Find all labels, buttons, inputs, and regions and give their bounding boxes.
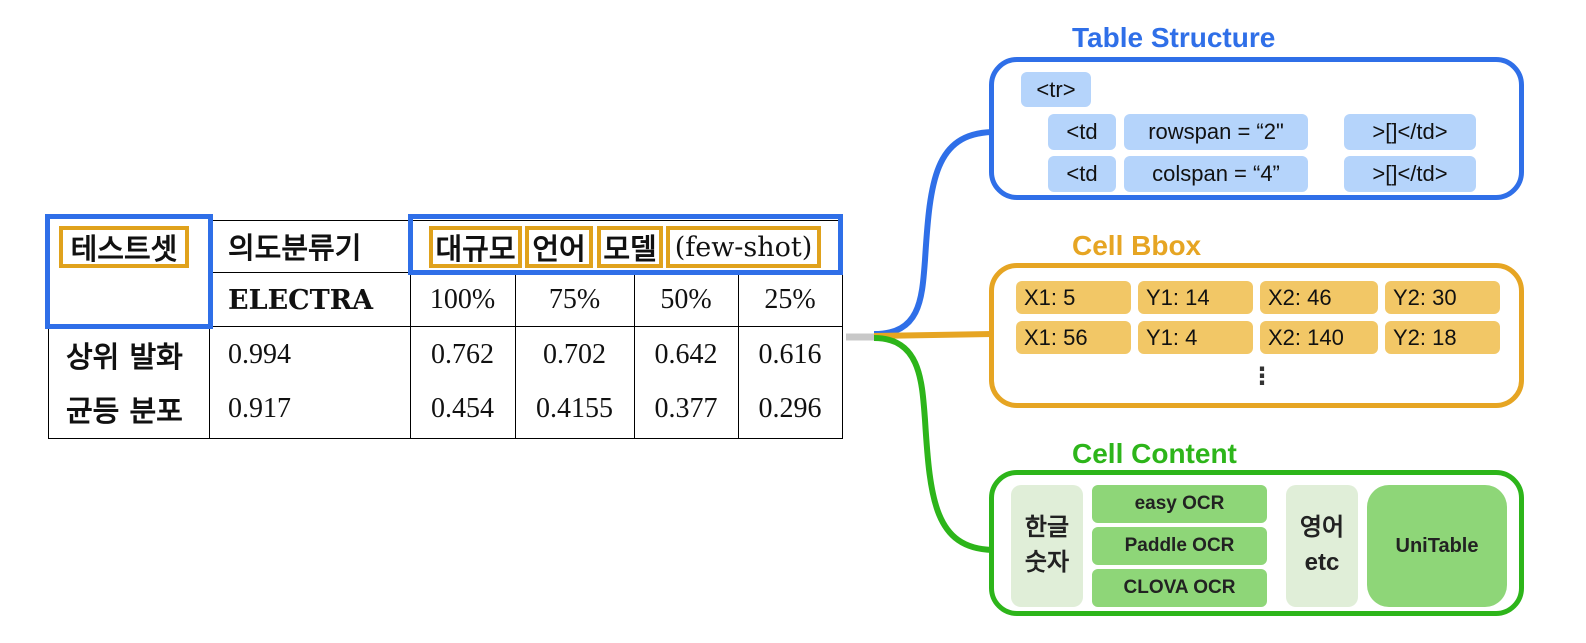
unitable-chip: UniTable [1367, 485, 1507, 607]
col-divider-1 [209, 220, 210, 439]
testset-header: 테스트셋 [59, 226, 189, 268]
bbox-y1-chip: Y1: 14 [1138, 281, 1253, 314]
rowspan-attr-chip: rowspan = “2" [1124, 114, 1308, 150]
table-border-right [842, 220, 843, 439]
model-word-2: 언어 [525, 226, 593, 268]
table-cell: 0.917 [228, 393, 291, 424]
table-structure-title: Table Structure [1072, 22, 1276, 53]
table-structure-panel: <tr> <td rowspan = “2" >[]</td> <td cols… [989, 57, 1524, 200]
rowspan-cell-highlight [45, 214, 213, 329]
col-divider-2 [410, 220, 411, 439]
classifier-header: 의도분류기 [228, 231, 362, 265]
row-label-uniform: 균등 분포 [66, 394, 183, 428]
col-divider-5 [738, 272, 739, 439]
pct-header-100: 100% [429, 284, 496, 315]
clova-ocr-chip: CLOVA OCR [1092, 569, 1267, 607]
cell-bbox-title: Cell Bbox [1072, 230, 1202, 261]
tr-tag-chip: <tr> [1021, 72, 1091, 107]
cell-content-panel: 한글 숫자 easy OCR Paddle OCR CLOVA OCR 영어 e… [989, 470, 1524, 616]
table-border-left [48, 328, 49, 439]
cell-content-title: Cell Content [1072, 438, 1237, 469]
source-table: 테스트셋 의도분류기 대규모 언어 모델 (few-shot) ELECTRA … [48, 220, 843, 439]
model-word-3: 모델 [597, 226, 663, 268]
td-close-chip: >[]</td> [1344, 114, 1476, 150]
bbox-x2-chip: X2: 46 [1260, 281, 1378, 314]
pct-header-25: 25% [764, 284, 816, 315]
table-cell: 0.4155 [536, 393, 613, 424]
col-divider-4 [634, 272, 635, 439]
model-word-1: 대규모 [429, 226, 522, 268]
bbox-x2-chip: X2: 140 [1260, 321, 1378, 354]
colspan-cell-highlight [408, 214, 843, 275]
colspan-attr-chip: colspan = “4” [1124, 156, 1308, 192]
english-etc-chip: 영어 etc [1286, 485, 1358, 607]
table-cell: 0.454 [431, 393, 494, 424]
bbox-x1-chip: X1: 5 [1016, 281, 1131, 314]
col-divider-3 [515, 272, 516, 439]
table-cell: 0.296 [758, 393, 822, 424]
pct-header-75: 75% [548, 284, 601, 315]
table-cell: 0.616 [758, 339, 822, 370]
vertical-ellipsis: ⋮ [1250, 362, 1274, 390]
table-cell: 0.762 [431, 339, 494, 370]
td-open-chip: <td [1048, 114, 1116, 150]
td-open-chip: <td [1048, 156, 1116, 192]
header-divider [48, 326, 843, 327]
bbox-y1-chip: Y1: 4 [1138, 321, 1253, 354]
testset-header-text: 테스트셋 [70, 232, 178, 266]
row-label-top: 상위 발화 [66, 340, 183, 374]
bbox-y2-chip: Y2: 30 [1385, 281, 1500, 314]
korean-number-chip: 한글 숫자 [1011, 485, 1083, 607]
pct-header-50: 50% [660, 284, 712, 315]
model-word-4: (few-shot) [666, 226, 821, 268]
bbox-y2-chip: Y2: 18 [1385, 321, 1500, 354]
td-close-chip: >[]</td> [1344, 156, 1476, 192]
table-border-bottom [48, 438, 843, 439]
table-cell: 0.702 [543, 339, 606, 370]
table-cell: 0.377 [654, 393, 718, 424]
table-cell: 0.994 [228, 339, 291, 370]
paddle-ocr-chip: Paddle OCR [1092, 527, 1267, 565]
bbox-x1-chip: X1: 56 [1016, 321, 1131, 354]
table-cell: 0.642 [654, 339, 718, 370]
table-border-top [209, 220, 843, 221]
electra-header: ELECTRA [228, 284, 374, 316]
easy-ocr-chip: easy OCR [1092, 485, 1267, 523]
cell-bbox-panel: X1: 5 Y1: 14 X2: 46 Y2: 30 X1: 56 Y1: 4 … [989, 263, 1524, 408]
